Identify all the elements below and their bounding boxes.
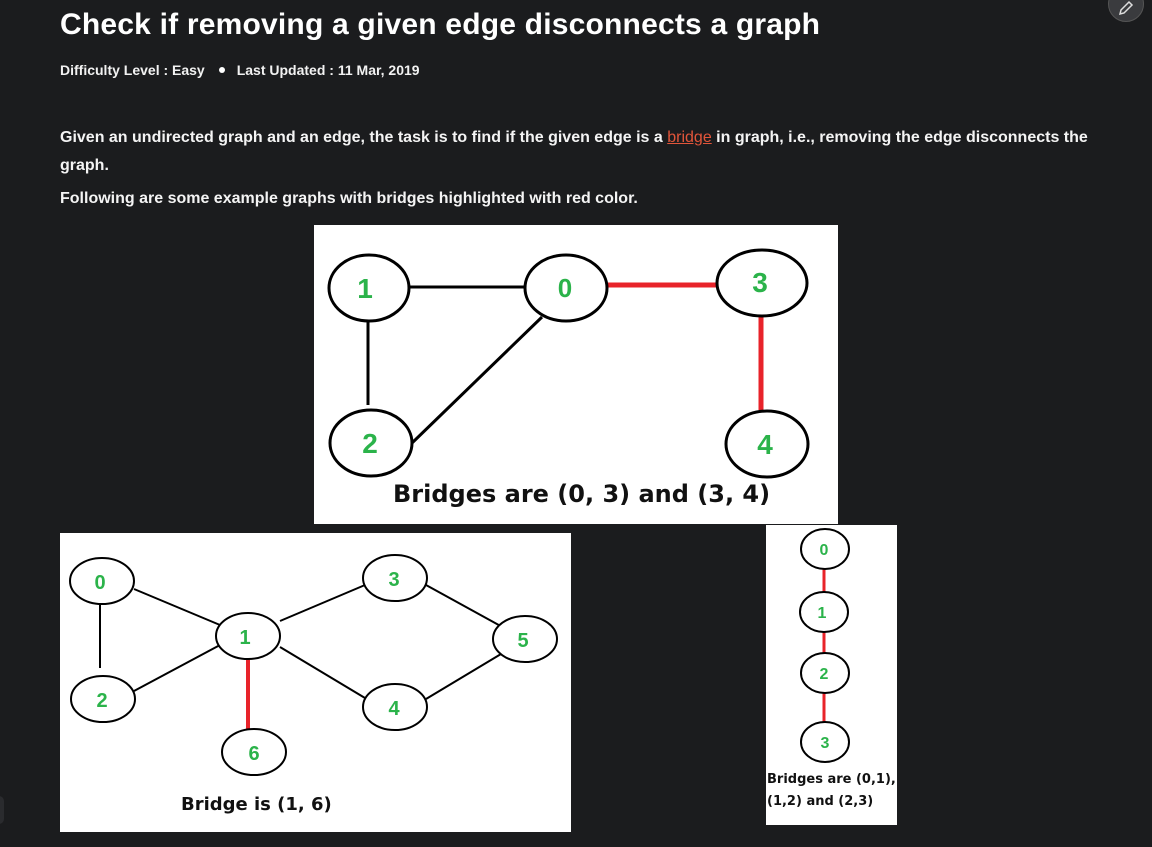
edge-3-5 (425, 584, 507, 630)
graph-node: 3 (800, 721, 850, 763)
bridge-link[interactable]: bridge (667, 129, 712, 146)
graph-node: 2 (800, 652, 850, 694)
side-tab[interactable] (0, 796, 4, 824)
edge-0-1 (133, 588, 221, 626)
node-label: 1 (357, 273, 373, 304)
graph-node: 4 (362, 683, 428, 731)
graph-figure-3: 0 1 2 3 Bridges are (0,1), (1,2) and (2,… (766, 525, 897, 825)
node-label: 0 (820, 542, 829, 559)
edge-0-2 (410, 315, 544, 445)
graph-node: 3 (362, 554, 428, 602)
node-label: 1 (818, 605, 827, 622)
followup-paragraph: Following are some example graphs with b… (60, 190, 638, 207)
graph-node: 0 (800, 528, 850, 570)
graph-3-svg: 0 1 2 3 Bridges are (0,1), (1,2) and (2,… (767, 528, 896, 809)
node-label: 6 (248, 743, 259, 765)
node-label: 3 (821, 735, 830, 752)
figure-2-caption: Bridge is (1, 6) (181, 794, 332, 815)
edge-4-5 (425, 650, 507, 700)
pencil-icon (1118, 0, 1134, 16)
figure-3-caption-line1: Bridges are (0,1), (767, 772, 896, 787)
node-label: 2 (96, 690, 107, 712)
separator-dot (218, 67, 225, 73)
graph-node: 2 (70, 675, 136, 723)
edit-button[interactable] (1108, 0, 1144, 22)
node-label: 1 (239, 627, 250, 649)
page-title: Check if removing a given edge disconnec… (60, 8, 821, 41)
graph-node: 0 (523, 253, 609, 323)
edge-1-4 (279, 646, 366, 699)
graph-node: 0 (69, 557, 135, 605)
graph-1-svg: 1 0 3 2 4 Bridges are (0, 3) and (3, 4) (327, 248, 810, 508)
intro-paragraph: Given an undirected graph and an edge, t… (60, 124, 1100, 180)
difficulty-level: Difficulty Level : Easy (60, 62, 205, 78)
node-label: 5 (517, 630, 528, 652)
graph-figure-2: 0 2 1 3 4 5 6 Bridge is (1, 6) (60, 533, 571, 832)
edge-2-1 (133, 644, 221, 692)
graph-node: 2 (328, 408, 414, 478)
graph-node: 3 (715, 248, 809, 318)
node-label: 2 (362, 428, 378, 459)
node-label: 4 (388, 698, 400, 720)
last-updated: Last Updated : 11 Mar, 2019 (236, 62, 420, 78)
node-label: 2 (820, 666, 829, 683)
node-label: 3 (752, 267, 768, 298)
graph-node: 4 (724, 409, 810, 479)
edge-1-3 (279, 584, 366, 622)
graph-node: 6 (221, 728, 287, 776)
graph-node: 1 (215, 612, 281, 660)
node-label: 3 (388, 569, 399, 591)
graph-node: 5 (492, 615, 558, 663)
intro-text-after: in graph, i.e., removing the edge discon… (60, 129, 1088, 174)
article-meta: Difficulty Level : Easy Last Updated : 1… (60, 62, 420, 78)
node-label: 4 (757, 429, 773, 460)
figure-3-caption-line2: (1,2) and (2,3) (767, 794, 873, 809)
node-label: 0 (94, 572, 105, 594)
graph-node: 1 (799, 591, 849, 633)
graph-node: 1 (327, 253, 411, 323)
intro-text-before: Given an undirected graph and an edge, t… (60, 129, 668, 146)
graph-figure-1: 1 0 3 2 4 Bridges are (0, 3) and (3, 4) (314, 225, 838, 524)
node-label: 0 (558, 273, 572, 303)
graph-2-svg: 0 2 1 3 4 5 6 Bridge is (1, 6) (69, 554, 558, 815)
figure-1-caption: Bridges are (0, 3) and (3, 4) (393, 480, 770, 508)
